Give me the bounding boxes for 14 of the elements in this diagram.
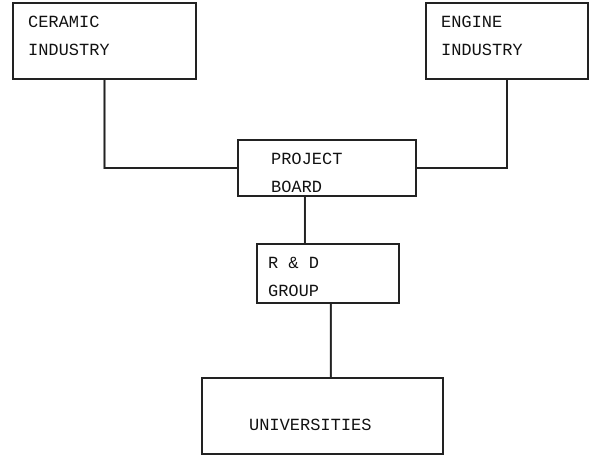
box-label: PROJECT BOARD bbox=[271, 150, 344, 200]
connector-line bbox=[304, 197, 306, 243]
box-label: R & D GROUP bbox=[268, 254, 320, 304]
org-box bbox=[237, 139, 417, 197]
box-label: UNIVERSITIES bbox=[249, 416, 372, 438]
connector-line bbox=[330, 304, 332, 377]
org-box bbox=[256, 243, 400, 304]
connector-line bbox=[104, 80, 237, 169]
box-label: CERAMIC INDUSTRY bbox=[28, 13, 111, 63]
org-box bbox=[12, 2, 197, 80]
connector-line bbox=[417, 80, 508, 169]
org-box bbox=[201, 377, 444, 455]
box-label: ENGINE INDUSTRY bbox=[441, 13, 524, 63]
org-box bbox=[425, 2, 589, 80]
